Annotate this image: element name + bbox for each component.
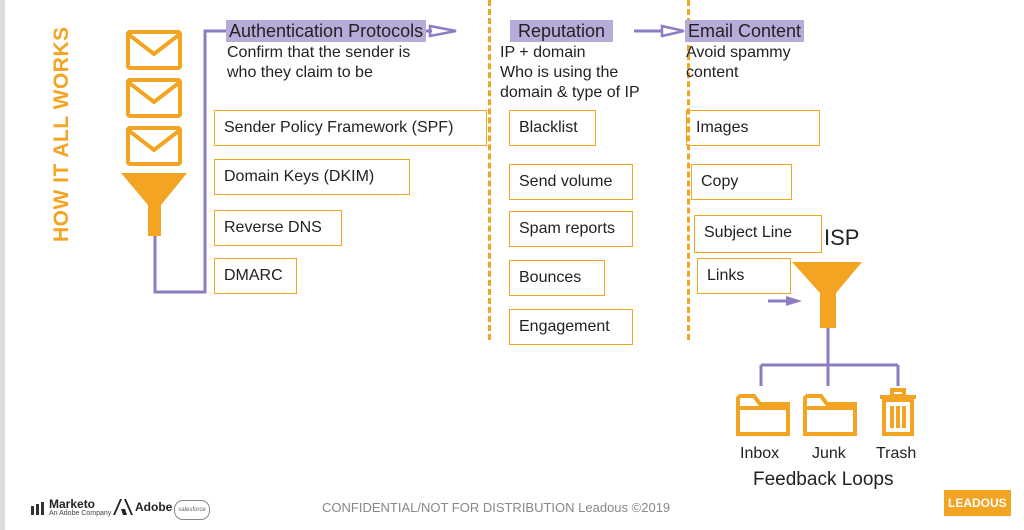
salesforce-logo: salesforce xyxy=(174,500,210,520)
trash-icon xyxy=(880,388,916,436)
auth-item-spf: Sender Policy Framework (SPF) xyxy=(214,110,487,146)
leadous-logo: LEADOUS xyxy=(944,490,1011,516)
marketo-logo-subtext: An Adobe Company xyxy=(49,510,112,517)
folder-label-junk: Junk xyxy=(812,445,846,462)
funnel-icon xyxy=(792,262,862,328)
auth-item-reverse-dns: Reverse DNS xyxy=(214,210,342,246)
feedback-loops-label: Feedback Loops xyxy=(753,469,894,490)
subtitle-line: Confirm that the sender is xyxy=(227,44,411,61)
reputation-item-send-volume: Send volume xyxy=(509,164,633,200)
adobe-logo-text: Adobe xyxy=(135,500,173,514)
column-divider xyxy=(687,0,690,340)
content-item-copy: Copy xyxy=(691,164,792,200)
envelope-icon xyxy=(126,30,182,70)
envelope-icon xyxy=(126,126,182,166)
funnel-icon xyxy=(121,173,187,236)
reputation-subtitle: IP + domain Who is using the domain & ty… xyxy=(500,43,640,103)
marketo-icon xyxy=(31,502,44,515)
envelope-icon xyxy=(126,78,182,118)
arrow-icon xyxy=(786,296,802,306)
content-item-subject-line: Subject Line xyxy=(694,215,822,253)
folder-icon xyxy=(803,394,857,436)
auth-item-dmarc: DMARC xyxy=(214,258,297,294)
reputation-item-spam-reports: Spam reports xyxy=(509,211,633,247)
folder-label-inbox: Inbox xyxy=(740,445,780,462)
subtitle-line: IP + domain xyxy=(500,44,586,61)
confidential-notice: CONFIDENTIAL/NOT FOR DISTRIBUTION Leadou… xyxy=(322,500,671,515)
authentication-heading: Authentication Protocols xyxy=(226,20,427,42)
left-edge-bar xyxy=(0,0,5,530)
subtitle-line: who they claim to be xyxy=(227,64,373,81)
reputation-heading: Reputation xyxy=(510,20,614,42)
marketo-logo: Marketo An Adobe Company xyxy=(30,497,112,519)
reputation-item-blacklist: Blacklist xyxy=(509,110,596,146)
folder-icon xyxy=(736,394,790,436)
subtitle-line: content xyxy=(686,64,739,81)
arrow-icon xyxy=(660,24,685,38)
subtitle-line: Who is using the xyxy=(500,64,619,81)
connector-tree xyxy=(759,328,900,386)
adobe-icon xyxy=(113,499,133,515)
adobe-logo: Adobe xyxy=(113,499,172,515)
column-divider xyxy=(488,0,491,340)
marketo-logo-text: Marketo xyxy=(49,497,96,511)
arrow-icon xyxy=(428,24,457,38)
reputation-item-bounces: Bounces xyxy=(509,260,605,296)
auth-item-dkim: Domain Keys (DKIM) xyxy=(214,159,410,195)
authentication-subtitle: Confirm that the sender is who they clai… xyxy=(227,43,410,83)
subtitle-line: domain & type of IP xyxy=(500,84,640,101)
folder-label-trash: Trash xyxy=(876,445,917,462)
content-item-links: Links xyxy=(697,258,791,294)
reputation-item-engagement: Engagement xyxy=(509,309,633,345)
content-subtitle: Avoid spammy content xyxy=(686,43,791,83)
content-item-images: Images xyxy=(686,110,820,146)
subtitle-line: Avoid spammy xyxy=(686,44,791,61)
content-heading: Email Content xyxy=(685,20,805,42)
isp-label: ISP xyxy=(824,225,860,250)
